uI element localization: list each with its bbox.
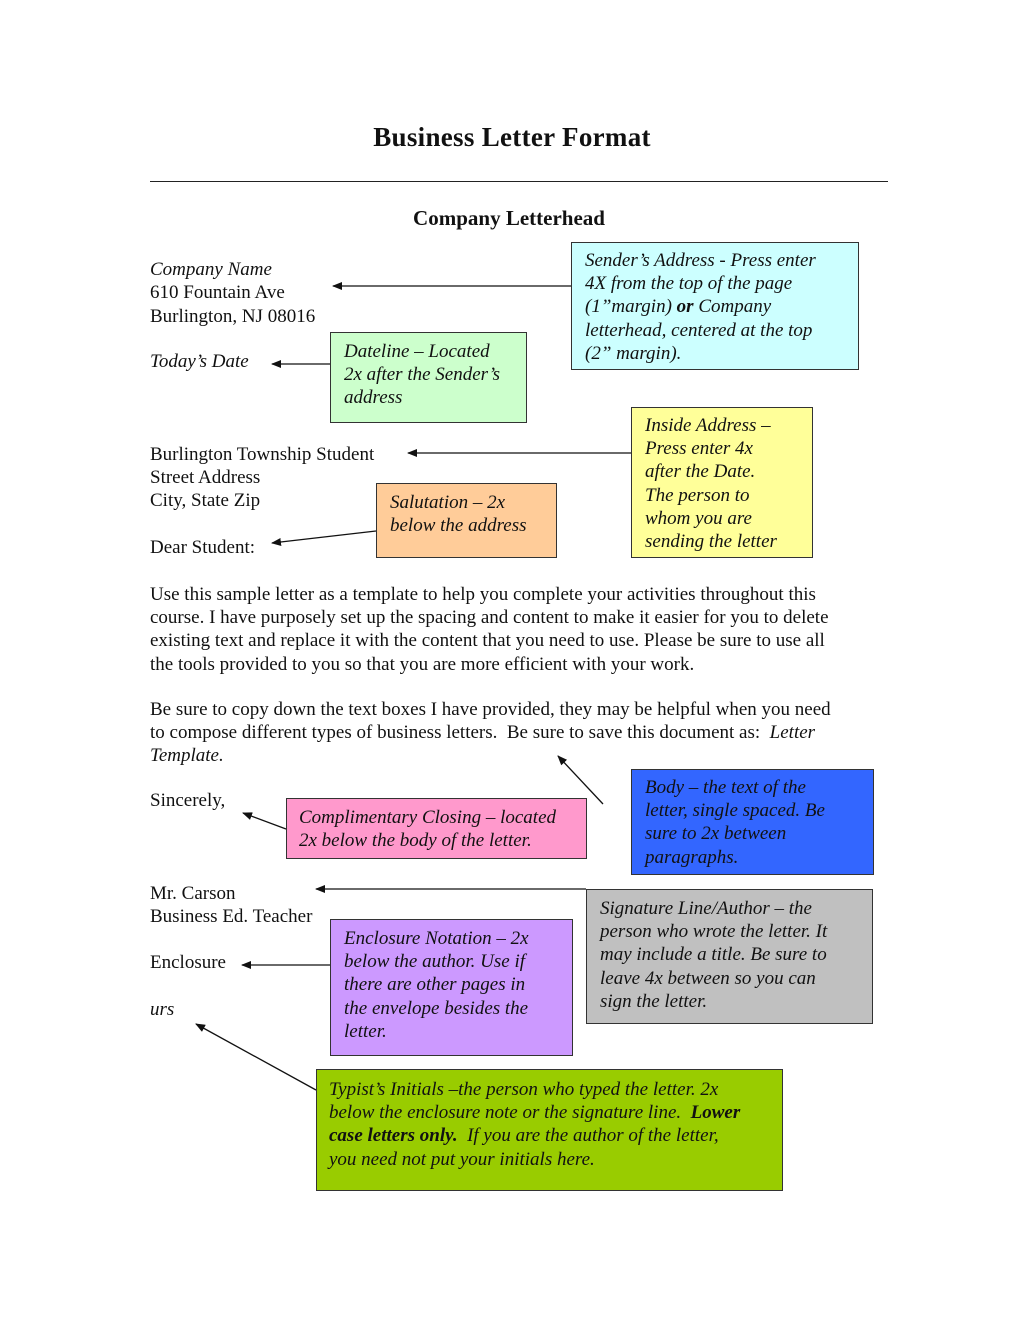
callout-line: letter. xyxy=(344,1020,387,1042)
sender-company: Company Name xyxy=(150,259,272,280)
callout-line: below the enclosure note or the signatur… xyxy=(329,1101,774,1124)
page-title: Business Letter Format xyxy=(373,122,651,152)
callout-line: Enclosure Notation – 2x xyxy=(344,928,529,949)
callout-body: Body – the text of the letter, single sp… xyxy=(631,769,874,875)
callout-line: Inside Address – xyxy=(645,415,771,436)
callout-bold: case letters only. xyxy=(329,1125,458,1147)
callout-bold: or xyxy=(676,296,694,318)
callout-line: sure to 2x between xyxy=(645,823,787,845)
closing: Sincerely, xyxy=(150,790,226,811)
callout-line: 2x below the body of the letter. xyxy=(299,830,532,852)
callout-line: whom you are xyxy=(645,507,752,529)
callout-line: case letters only. If you are the author… xyxy=(329,1124,774,1147)
enclosure-notation: Enclosure xyxy=(150,952,226,973)
callout-line: address xyxy=(344,387,403,409)
callout-line: there are other pages in xyxy=(344,974,526,996)
callout-line: (2” margin). xyxy=(585,342,682,364)
callout-line: 2x after the Sender’s xyxy=(344,364,501,386)
body-p2-text: to compose different types of business l… xyxy=(150,722,770,744)
callout-inside-address: Inside Address – Press enter 4x after th… xyxy=(631,407,813,558)
callout-line: Sender’s Address - Press enter xyxy=(585,250,816,271)
callout-line: sign the letter. xyxy=(600,990,708,1012)
salutation: Dear Student: xyxy=(150,537,256,558)
callout-line: person who wrote the letter. It xyxy=(600,921,828,943)
callout-bold: Lower xyxy=(690,1102,741,1124)
callout-text: below the enclosure note or the signatur… xyxy=(329,1102,691,1124)
body-p1-line: course. I have purposely set up the spac… xyxy=(150,607,829,629)
callout-closing: Complimentary Closing – located 2x below… xyxy=(286,798,587,859)
callout-line: leave 4x between so you can xyxy=(600,967,816,989)
callout-line: may include a title. Be sure to xyxy=(600,944,827,966)
callout-line: Salutation – 2x xyxy=(390,492,506,513)
callout-line: Body – the text of the xyxy=(645,777,806,798)
body-p2-line: Be sure to copy down the text boxes I ha… xyxy=(150,699,831,720)
callout-line: The person to xyxy=(645,484,750,506)
callout-text: If you are the author of the letter, xyxy=(457,1125,719,1147)
author-title: Business Ed. Teacher xyxy=(150,906,313,927)
arrow-closing xyxy=(242,812,287,830)
body-paragraph-1: Use this sample letter as a template to … xyxy=(150,583,880,676)
callout-line: Typist’s Initials –the person who typed … xyxy=(329,1079,719,1100)
callout-line: you need not put your initials here. xyxy=(329,1148,595,1170)
sender-street: 610 Fountain Ave xyxy=(150,282,285,303)
callout-enclosure: Enclosure Notation – 2x below the author… xyxy=(330,919,573,1056)
callout-line: Complimentary Closing – located xyxy=(299,807,557,828)
sender-city: Burlington, NJ 08016 xyxy=(150,306,316,327)
letterhead-heading: Company Letterhead xyxy=(413,206,605,230)
callout-line: 4X from the top of the page xyxy=(585,273,793,295)
callout-signature: Signature Line/Author – the person who w… xyxy=(586,889,873,1024)
date-line: Today’s Date xyxy=(150,351,249,372)
body-p2-line: Template. xyxy=(150,745,224,767)
callout-line: sending the letter xyxy=(645,531,777,553)
title-divider xyxy=(150,181,888,182)
callout-typist: Typist’s Initials –the person who typed … xyxy=(316,1069,783,1191)
body-p2-italic: Letter xyxy=(769,722,816,744)
inside-street: Street Address xyxy=(150,467,261,488)
inside-city: City, State Zip xyxy=(150,490,261,511)
body-p1-line: existing text and replace it with the co… xyxy=(150,630,825,652)
callout-sender-address: Sender’s Address - Press enter 4X from t… xyxy=(571,242,859,370)
callout-line: after the Date. xyxy=(645,461,756,483)
typist-initials: urs xyxy=(150,999,175,1020)
callout-line: below the author. Use if xyxy=(344,951,526,973)
callout-line: letter, single spaced. Be xyxy=(645,800,825,822)
body-p2-line: to compose different types of business l… xyxy=(150,721,880,744)
callout-text: Company xyxy=(693,296,772,318)
arrow-salutation xyxy=(271,530,377,546)
author-name: Mr. Carson xyxy=(150,883,236,904)
body-p1-line: the tools provided to you so that you ar… xyxy=(150,653,695,675)
callout-line: below the address xyxy=(390,515,527,537)
callout-salutation: Salutation – 2x below the address xyxy=(376,483,557,558)
callout-line: Press enter 4x xyxy=(645,438,753,460)
callout-line: Signature Line/Author – the xyxy=(600,898,812,919)
callout-dateline: Dateline – Located 2x after the Sender’s… xyxy=(330,332,527,423)
body-paragraph-2: Be sure to copy down the text boxes I ha… xyxy=(150,698,880,768)
callout-line: the envelope besides the xyxy=(344,997,529,1019)
arrow-typist xyxy=(195,1023,317,1091)
inside-name: Burlington Township Student xyxy=(150,444,375,465)
callout-line: letterhead, centered at the top xyxy=(585,319,813,341)
callout-line: paragraphs. xyxy=(645,846,739,868)
body-p1-line: Use this sample letter as a template to … xyxy=(150,584,816,605)
callout-text: (1”margin) xyxy=(585,296,677,318)
callout-line: (1”margin) or Company xyxy=(585,295,848,318)
callout-line: Dateline – Located xyxy=(344,341,490,362)
arrow-body xyxy=(557,755,604,805)
